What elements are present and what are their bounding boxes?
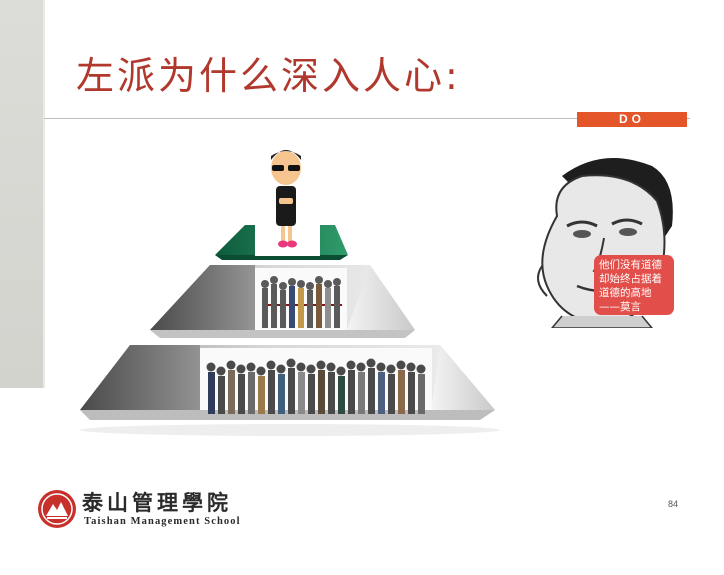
sidebar-edge bbox=[43, 0, 45, 388]
top-figure-sunglasses bbox=[271, 150, 301, 248]
quote-line: 却始终占据着 bbox=[599, 273, 662, 285]
page-number: 84 bbox=[668, 499, 679, 509]
school-logo-icon bbox=[38, 490, 76, 528]
section-tag: DO bbox=[577, 112, 687, 127]
quote-line: 他们没有道德 bbox=[599, 259, 662, 271]
school-name-cn: 泰山管理學院 bbox=[82, 490, 232, 515]
middle-tier-crowd bbox=[261, 276, 342, 328]
quote-attribution: ——莫言 bbox=[599, 301, 641, 313]
title-divider bbox=[44, 118, 690, 119]
quote-line: 道德的高地 bbox=[599, 287, 652, 299]
left-sidebar-band bbox=[0, 0, 43, 388]
slide-title: 左派为什么深入人心: bbox=[76, 54, 461, 98]
school-name-en: Taishan Management School bbox=[84, 516, 241, 527]
bottom-tier-crowd bbox=[206, 358, 426, 414]
quote-box: 他们没有道德 却始终占据着 道德的高地 ——莫言 bbox=[594, 255, 674, 315]
